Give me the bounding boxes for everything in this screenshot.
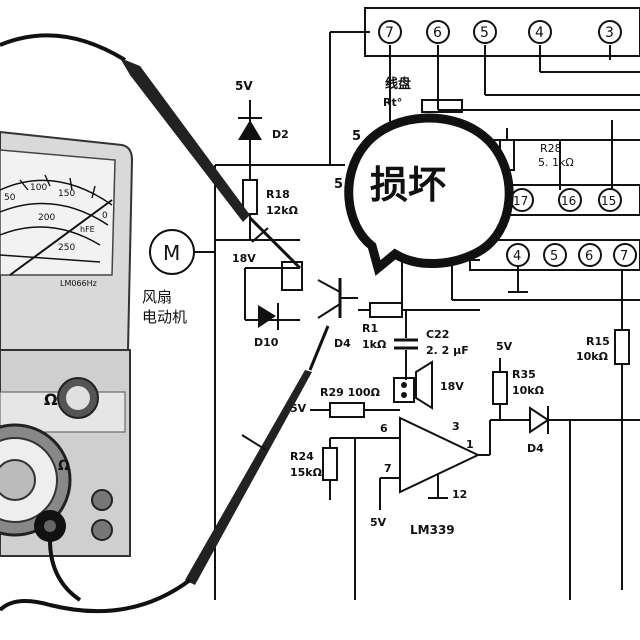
coil-label: 线盘 <box>385 76 411 92</box>
d4-right-label: D4 <box>527 442 544 455</box>
v5-r35-label: 5V <box>496 340 513 353</box>
meter-scale-200: 200 <box>38 213 55 223</box>
fan-label-line1: 风扇 <box>142 288 172 306</box>
r24-label: R24 <box>290 450 314 463</box>
thermistor-rt <box>421 99 463 113</box>
mid-pin-17: 17 <box>510 188 534 212</box>
resistor-r29 <box>310 402 400 418</box>
top-pin-3: 3 <box>598 20 622 44</box>
resistor-r35 <box>490 358 525 421</box>
meter-scale-100: 100 <box>30 183 47 193</box>
r29-label: R29 100Ω <box>320 386 381 399</box>
r18-label: R18 <box>266 188 290 201</box>
meter-scale-250: 250 <box>58 243 75 253</box>
resistor-r24 <box>322 438 356 600</box>
lm339-label: LM339 <box>410 523 455 537</box>
damage-callout <box>344 113 514 276</box>
low-pin-6: 6 <box>578 243 602 267</box>
relay-d10 <box>244 261 303 330</box>
r1-label: R1 <box>362 322 378 335</box>
pin7-label: 7 <box>384 462 392 475</box>
comparator-lm339 <box>330 416 491 510</box>
low-pin-4: 4 <box>506 243 530 267</box>
red-test-probe <box>0 33 302 270</box>
v5-bottom-label: 5V <box>370 516 387 529</box>
meter-ohm-label: Ω <box>44 390 58 409</box>
r15-value: 10kΩ <box>576 350 609 363</box>
top-pin-4-label: 4 <box>535 25 544 41</box>
d4-left-label: D4 <box>334 337 351 350</box>
top-pin-5-label: 5 <box>480 25 489 41</box>
c22-label: C22 <box>426 328 449 341</box>
diode-d2 <box>238 100 262 165</box>
r35-label: R35 <box>512 368 536 381</box>
v5-top-label: 5V <box>235 79 253 93</box>
callout-text: 损坏 <box>370 163 446 207</box>
pin3-label: 3 <box>452 420 460 433</box>
resistor-r18 <box>242 165 258 240</box>
v18-left-label: 18V <box>232 252 256 265</box>
resistor-r1 <box>358 260 480 318</box>
fan-label-line2: 电动机 <box>142 308 187 326</box>
fan-motor: M <box>149 229 300 275</box>
low-pin-6-label: 6 <box>585 249 593 264</box>
fragment-51: 5 <box>334 177 343 192</box>
resistor-r15 <box>614 270 630 590</box>
transistor <box>317 278 358 319</box>
r1-value: 1kΩ <box>362 338 387 351</box>
pin12-label: 12 <box>452 488 467 501</box>
r28-value: 5. 1kΩ <box>538 156 574 169</box>
top-pin-5: 5 <box>473 20 497 44</box>
low-pin-5-label: 5 <box>550 249 558 264</box>
low-pin-7-label: 7 <box>620 249 628 264</box>
low-pin-4-label: 4 <box>513 249 521 264</box>
top-connector <box>329 7 640 165</box>
top-pin-6-label: 6 <box>433 25 442 41</box>
test-connector <box>393 360 433 410</box>
rt-label: Rt° <box>383 96 402 109</box>
mid-pin-16: 16 <box>558 188 582 212</box>
meter-scale-0: 0 <box>102 211 108 221</box>
meter-brand: LM066Hz <box>60 279 97 288</box>
d10-label: D10 <box>254 336 279 349</box>
top-pin-4: 4 <box>528 20 552 44</box>
motor-symbol: M <box>163 241 180 265</box>
r15-label: R15 <box>586 335 610 348</box>
pin1-label: 1 <box>466 438 474 451</box>
black-test-probe <box>0 325 330 614</box>
r28-label: R28 <box>540 142 562 155</box>
capacitor-c22 <box>394 310 418 380</box>
mid-pin-17-label: 17 <box>513 194 528 208</box>
low-pin-5: 5 <box>543 243 567 267</box>
top-pin-7: 7 <box>378 20 402 44</box>
low-pin-7: 7 <box>613 243 637 267</box>
r35-value: 10kΩ <box>512 384 545 397</box>
r24-value: 15kΩ <box>290 466 323 479</box>
meter-scale-50: 50 <box>4 193 16 203</box>
meter-ohm-small-label: Ω <box>58 458 70 474</box>
mid-pin-16-label: 16 <box>561 194 576 208</box>
mid-pin-15-label: 15 <box>601 194 616 208</box>
top-pin-7-label: 7 <box>385 25 394 41</box>
meter-scale-150: 150 <box>58 189 75 199</box>
mid-pin-15: 15 <box>598 188 622 212</box>
fragment-5: 5 <box>352 129 361 144</box>
v18-mid-label: 18V <box>440 380 464 393</box>
pin6-label: 6 <box>380 422 388 435</box>
v5-left-label: 5V <box>290 402 307 415</box>
meter-hfe: hFE <box>80 225 95 234</box>
top-pin-6: 6 <box>426 20 450 44</box>
c22-value: 2. 2 μF <box>426 344 469 357</box>
multimeter <box>0 130 134 557</box>
d2-label: D2 <box>272 128 289 141</box>
diode-d4-right <box>525 406 640 600</box>
top-pin-3-label: 3 <box>605 25 614 41</box>
r18-value: 12kΩ <box>266 204 299 217</box>
